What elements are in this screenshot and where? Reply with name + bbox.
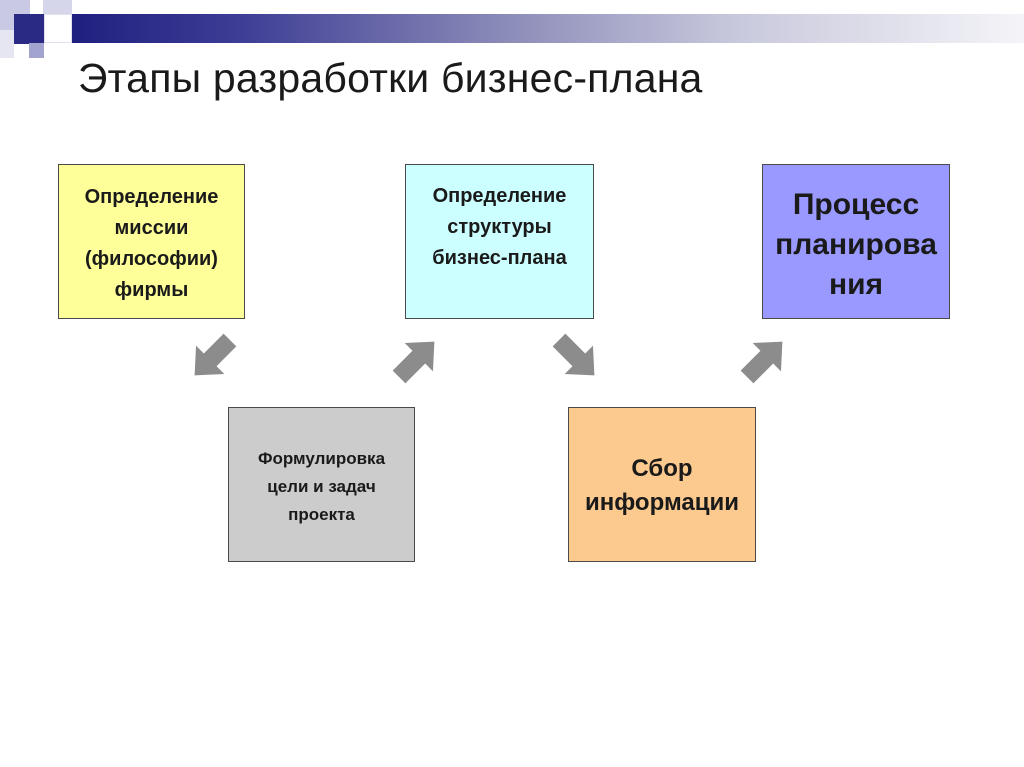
arrow-down-right-icon <box>194 333 237 376</box>
step-2-box: Формулировка цели и задач проекта <box>228 407 415 562</box>
step-2-text: Формулировка цели и задач проекта <box>257 449 386 524</box>
step-1-text: Определение миссии (философии) фирмы <box>84 186 219 301</box>
step-3-box: Определение структуры бизнес-плана <box>405 164 594 319</box>
step-3-text: Определение структуры бизнес-плана <box>432 185 567 269</box>
slide-title: Этапы разработки бизнес-плана <box>78 55 703 101</box>
step-1-box: Определение миссии (философии) фирмы <box>58 164 245 319</box>
step-4-text: Сбор информации <box>585 455 739 516</box>
arrow-up-right-icon <box>392 341 435 384</box>
step-5-text: Процесс планирова ния <box>775 188 937 301</box>
arrow-down-right-icon <box>552 333 595 376</box>
header-gradient-bar <box>72 14 1024 43</box>
step-5-box: Процесс планирова ния <box>762 164 950 319</box>
step-4-box: Сбор информации <box>568 407 756 562</box>
arrow-up-right-icon <box>740 341 783 384</box>
